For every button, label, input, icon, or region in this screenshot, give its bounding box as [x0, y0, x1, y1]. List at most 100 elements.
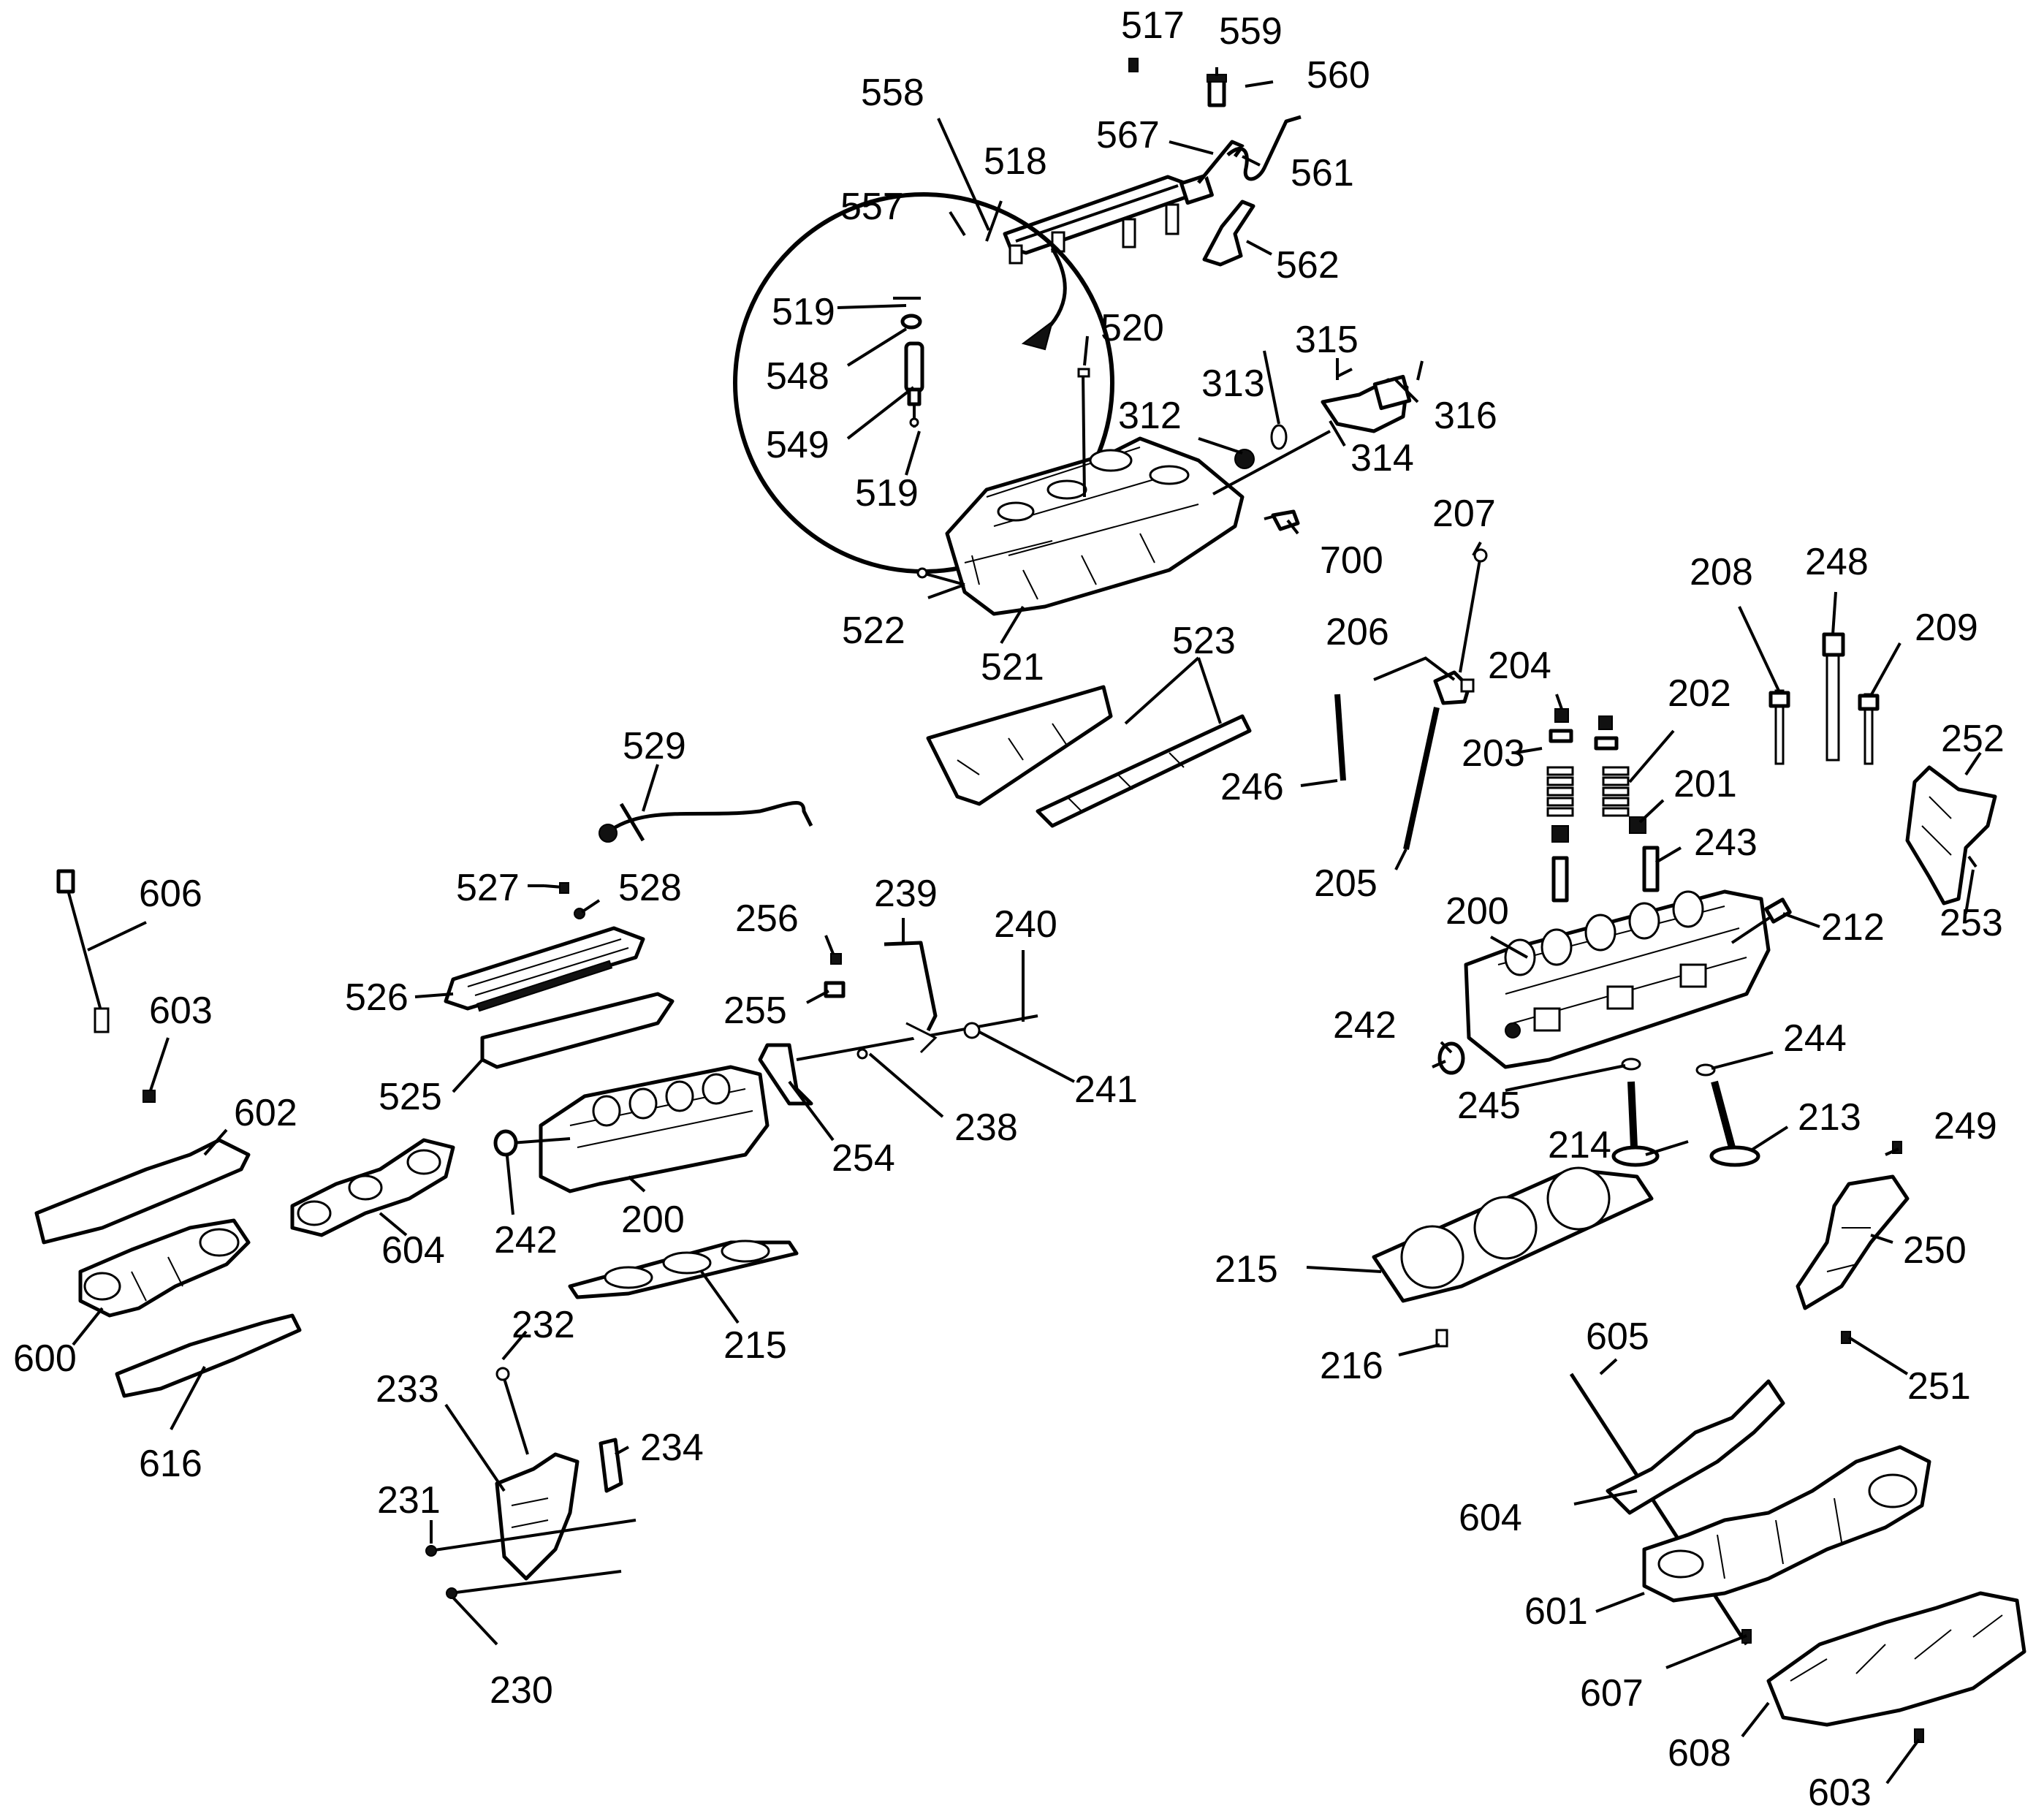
callout-215-left: 215	[723, 1324, 787, 1367]
bolts-527-528	[544, 882, 585, 919]
callout-312: 312	[1118, 395, 1182, 437]
callout-557: 557	[840, 186, 904, 228]
callout-252: 252	[1941, 718, 2005, 760]
callout-604-left: 604	[381, 1229, 445, 1272]
exhaust-manifold-right	[1569, 1373, 2026, 1743]
callout-549: 549	[766, 424, 829, 466]
head-gasket-right	[1372, 1166, 1654, 1303]
callout-523: 523	[1172, 620, 1236, 662]
callout-601: 601	[1524, 1590, 1588, 1633]
fuel-rail	[1003, 140, 1245, 265]
callout-606: 606	[139, 873, 202, 915]
intake-gaskets	[926, 685, 1252, 828]
fuel-line	[1226, 115, 1302, 181]
callout-608: 608	[1668, 1732, 1731, 1774]
callout-239: 239	[874, 873, 938, 915]
callout-314: 314	[1350, 437, 1414, 479]
callout-207: 207	[1432, 493, 1496, 535]
callout-253: 253	[1939, 902, 2003, 944]
callout-206: 206	[1326, 611, 1389, 653]
callout-201: 201	[1673, 763, 1737, 805]
leader-lines	[72, 80, 1982, 1785]
tube-529	[605, 800, 813, 842]
callout-234: 234	[640, 1427, 704, 1469]
valves-right	[1611, 1058, 1760, 1167]
callout-243: 243	[1694, 821, 1758, 864]
bracket-233	[425, 1367, 637, 1599]
callout-519-bottom: 519	[855, 472, 919, 515]
callout-561: 561	[1291, 152, 1354, 194]
callout-246: 246	[1220, 766, 1284, 808]
callout-559: 559	[1219, 10, 1283, 53]
callout-204: 204	[1488, 645, 1551, 687]
bracket-252	[1905, 765, 1997, 906]
head-gasket-left	[568, 1239, 799, 1299]
callout-212: 212	[1821, 906, 1885, 949]
callout-241: 241	[1074, 1068, 1138, 1111]
callout-205: 205	[1314, 862, 1378, 905]
tube-238-241	[796, 966, 1038, 1061]
callout-527: 527	[456, 867, 520, 909]
callout-519-top: 519	[772, 291, 835, 333]
callout-313: 313	[1201, 362, 1265, 405]
callout-249: 249	[1934, 1105, 1997, 1147]
callout-216: 216	[1320, 1345, 1383, 1387]
tube-529-end	[599, 824, 618, 843]
sensor-212	[1730, 897, 1792, 944]
callout-214: 214	[1548, 1124, 1611, 1166]
callout-200-left: 200	[621, 1199, 685, 1241]
callout-548: 548	[766, 355, 829, 398]
bracket-254	[758, 1043, 813, 1106]
heat-shield-616	[115, 1313, 302, 1398]
seal-242-left	[493, 1129, 518, 1157]
callout-244: 244	[1783, 1017, 1847, 1060]
callout-248: 248	[1805, 541, 1869, 583]
callout-602: 602	[234, 1092, 297, 1134]
callout-251: 251	[1907, 1365, 1971, 1408]
callout-316: 316	[1434, 395, 1497, 437]
valve-cover-left	[444, 926, 645, 1012]
callout-567: 567	[1096, 114, 1160, 156]
callout-616: 616	[139, 1443, 202, 1485]
callout-238: 238	[954, 1106, 1018, 1149]
exhaust-gasket-left	[290, 1138, 455, 1237]
callout-700: 700	[1320, 539, 1383, 582]
pushrod-guide	[1334, 694, 1346, 781]
bolt-517	[1128, 58, 1139, 72]
callout-254: 254	[832, 1137, 895, 1180]
valve-cover-gasket-left	[480, 992, 675, 1069]
valve-springs	[1546, 708, 1660, 903]
callout-255: 255	[723, 990, 787, 1032]
callout-604-right: 604	[1459, 1497, 1522, 1539]
oxygen-sensor-606	[56, 869, 156, 1103]
callout-245: 245	[1457, 1085, 1521, 1127]
callout-522: 522	[842, 610, 905, 652]
callout-562: 562	[1276, 244, 1340, 286]
cylinder-head-left	[511, 1065, 770, 1193]
exhaust-manifold-left	[78, 1218, 251, 1318]
callout-521: 521	[981, 646, 1044, 688]
callout-558: 558	[861, 72, 924, 114]
cylinder-head-right	[1464, 889, 1771, 1069]
callout-529: 529	[623, 725, 686, 767]
pushrod	[1403, 707, 1440, 850]
bracket-250	[1796, 1141, 1910, 1344]
callout-525: 525	[379, 1076, 442, 1118]
callout-209: 209	[1915, 607, 1978, 649]
callout-208: 208	[1690, 551, 1753, 593]
dowel-216	[1435, 1329, 1448, 1348]
callout-526: 526	[345, 976, 409, 1019]
hose-239	[884, 941, 938, 1032]
callout-215-right: 215	[1215, 1248, 1278, 1291]
callout-231: 231	[377, 1479, 441, 1522]
bolt-522	[916, 567, 965, 586]
bolts-255-256	[824, 953, 846, 998]
fuel-line-bracket	[1202, 200, 1255, 267]
callout-528: 528	[618, 867, 682, 909]
callout-232: 232	[512, 1304, 575, 1346]
callout-605: 605	[1586, 1315, 1649, 1358]
seal-242-right	[1437, 1041, 1465, 1075]
callout-518: 518	[984, 140, 1047, 183]
callout-600: 600	[13, 1337, 77, 1380]
